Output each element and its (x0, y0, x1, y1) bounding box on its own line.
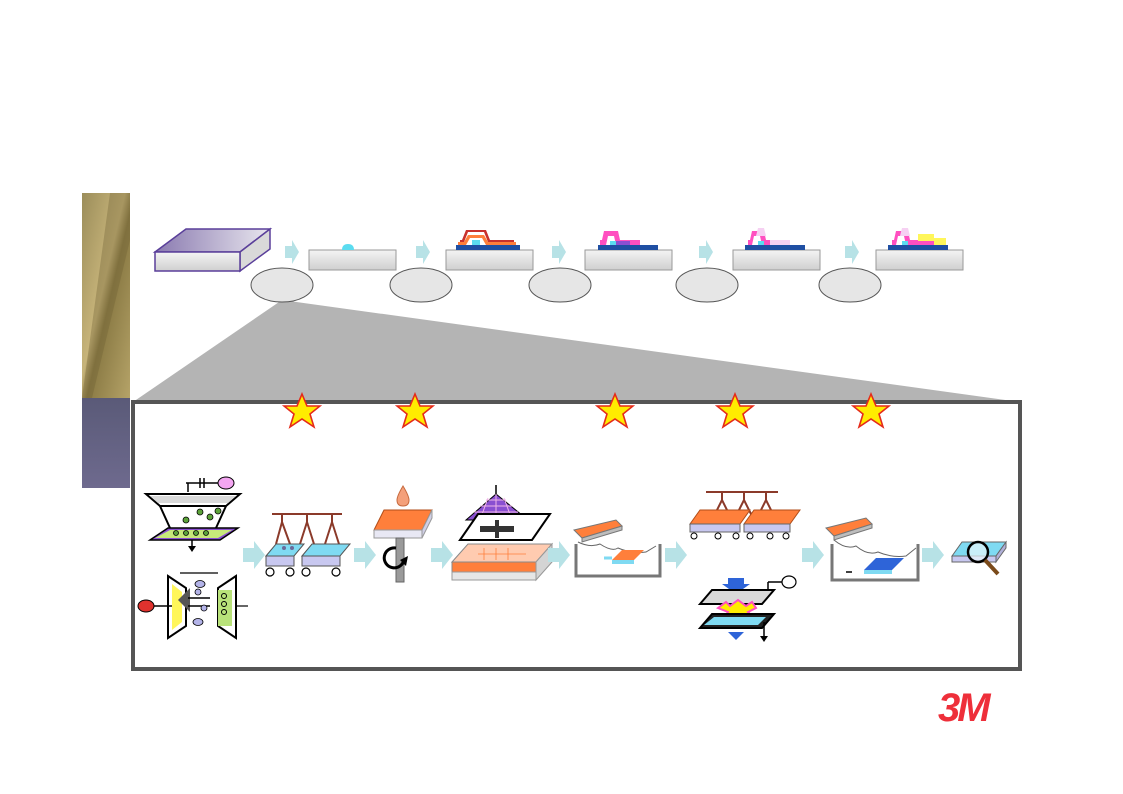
wafer-stage-6 (875, 228, 964, 271)
wafer-cleaning-icon (264, 513, 352, 577)
spin-coater-icon (373, 485, 433, 583)
flow-arrow (416, 240, 430, 264)
sputter-chamber-icon (137, 572, 248, 640)
decorative-side-strip (82, 193, 130, 488)
flow-arrow (845, 240, 859, 264)
3m-logo: 3M (938, 686, 991, 730)
wafer-stage-3 (445, 230, 534, 271)
strip-bath-icon (825, 517, 920, 582)
wafer-stage-2 (308, 244, 397, 271)
wafer-stage-1 (152, 227, 273, 273)
wafer-stage-5 (732, 228, 821, 271)
wafer-stage-4 (584, 231, 673, 271)
plasma-cvd-chamber-icon (143, 476, 243, 552)
flow-arrow (285, 240, 299, 264)
top-process-row (152, 227, 964, 303)
detail-frame (131, 400, 1022, 671)
step-ellipse-3[interactable] (528, 267, 592, 303)
zoom-wedge (133, 300, 1020, 402)
step-ellipse-4[interactable] (675, 267, 739, 303)
develop-bath-icon (573, 519, 662, 578)
flow-arrow (699, 240, 713, 264)
inspection-magnifier-icon (951, 540, 1007, 576)
ion-implant-icon (697, 575, 797, 642)
photomask-exposure-icon (450, 485, 554, 582)
etch-chamber-icon (689, 491, 801, 540)
step-ellipse-1[interactable] (250, 267, 314, 303)
step-ellipse-5[interactable] (818, 267, 882, 303)
flow-arrow (552, 240, 566, 264)
step-ellipse-2[interactable] (389, 267, 453, 303)
